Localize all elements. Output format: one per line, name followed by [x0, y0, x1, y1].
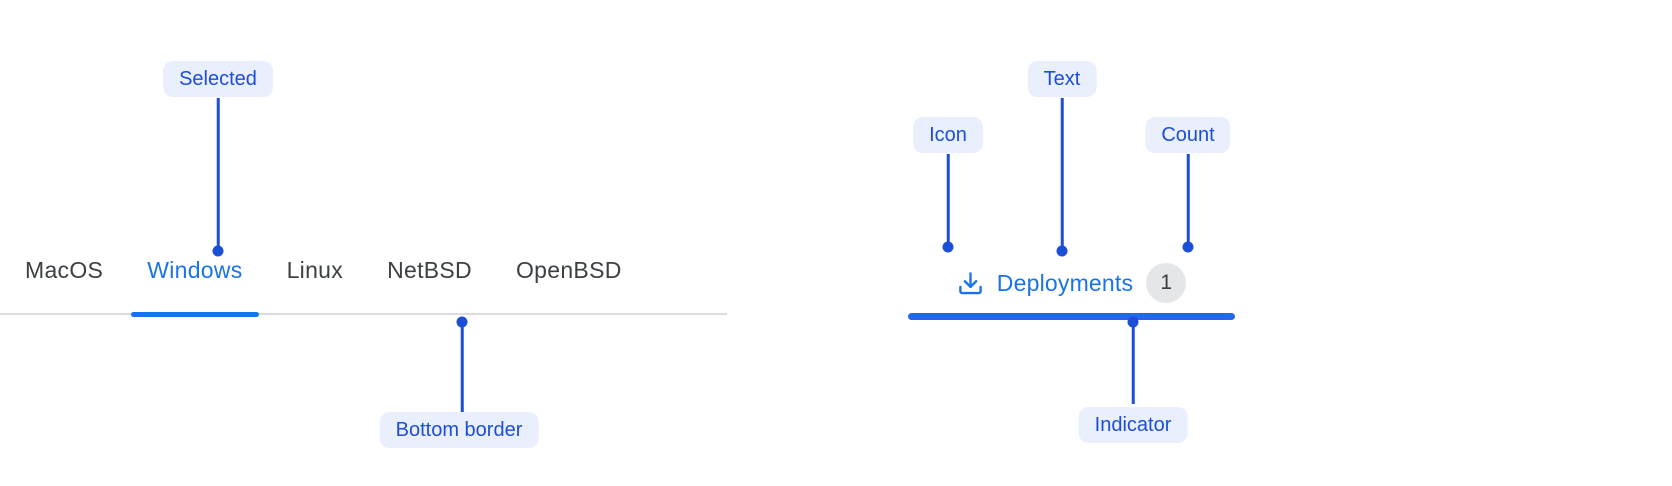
annotation-bottom-border-line — [460, 322, 464, 412]
tab-indicator-bar — [908, 313, 1235, 320]
annotation-indicator-line — [1131, 322, 1135, 404]
tab-netbsd[interactable]: NetBSD — [387, 257, 472, 283]
tab-windows-selected[interactable]: Windows — [131, 255, 260, 317]
annotation-selected-label: Selected — [163, 61, 273, 97]
annotation-count-line — [1186, 154, 1190, 242]
annotation-count-dot — [1182, 241, 1194, 253]
annotation-count-label: Count — [1145, 117, 1231, 153]
annotation-text-line — [1060, 98, 1064, 246]
download-icon — [957, 270, 984, 297]
annotation-indicator-label: Indicator — [1078, 407, 1188, 443]
annotation-icon-label: Icon — [913, 117, 983, 153]
annotation-selected-dot — [212, 245, 224, 257]
tab-macos[interactable]: MacOS — [25, 257, 104, 283]
tab-deployments[interactable]: Deployments 1 — [908, 258, 1235, 320]
annotation-icon-dot — [942, 241, 954, 253]
tab-linux[interactable]: Linux — [286, 257, 344, 283]
tab-deployments-content: Deployments 1 — [908, 258, 1235, 308]
annotation-icon-line — [946, 154, 950, 242]
annotation-text-label: Text — [1027, 61, 1097, 97]
annotation-selected-line — [216, 98, 220, 247]
annotation-bottom-border-label: Bottom border — [379, 412, 539, 448]
tab-bar: MacOS Windows Linux NetBSD OpenBSD — [0, 255, 727, 317]
annotation-text-dot — [1056, 245, 1068, 257]
tab-openbsd[interactable]: OpenBSD — [515, 257, 622, 283]
tab-deployments-label: Deployments — [996, 270, 1134, 296]
count-badge: 1 — [1146, 263, 1187, 303]
